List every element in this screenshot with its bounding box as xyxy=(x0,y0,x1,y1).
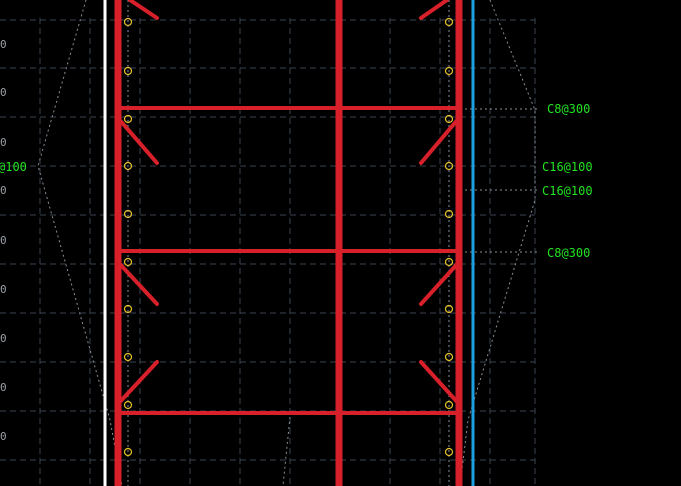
rebar-layer xyxy=(103,0,475,486)
edge-digit: 0 xyxy=(0,381,7,394)
edge-digit: 0 xyxy=(0,38,7,51)
left-edge-digits: 0 0 0 0 0 0 0 0 0 xyxy=(0,38,7,443)
annotation-stirrup-top[interactable]: C8@300 xyxy=(547,102,590,116)
edge-digit: 0 xyxy=(0,136,7,149)
edge-digit: 0 xyxy=(0,184,7,197)
tie-hook xyxy=(419,360,461,406)
rebar-marker xyxy=(444,114,454,124)
edge-digit: 0 xyxy=(0,283,7,296)
rebar-marker xyxy=(444,352,454,362)
tie-hook xyxy=(419,260,461,306)
annotation-left-spacing[interactable]: @100 xyxy=(0,160,27,174)
tie-hook xyxy=(128,0,159,20)
annotation-right-spacing-2[interactable]: C16@100 xyxy=(542,184,593,198)
rebar-marker xyxy=(123,209,133,219)
rebar-marker xyxy=(123,352,133,362)
rebar-marker xyxy=(123,17,133,27)
rebar-marker xyxy=(123,114,133,124)
rebar-marker xyxy=(444,209,454,219)
annotation-labels: C8@300 @100 C16@100 C16@100 C8@300 xyxy=(0,102,593,260)
rebar-marker xyxy=(444,257,454,267)
rebar-marker xyxy=(444,17,454,27)
rebar-marker xyxy=(123,304,133,314)
dimension-line-bottom xyxy=(282,416,291,486)
edge-digit: 0 xyxy=(0,332,7,345)
rebar-marker xyxy=(444,400,454,410)
edge-digit: 0 xyxy=(0,430,7,443)
rebar-marker xyxy=(444,304,454,314)
dimension-line-right xyxy=(459,0,536,486)
tie-hook xyxy=(419,116,461,165)
rebar-marker xyxy=(123,400,133,410)
rebar-marker xyxy=(444,447,454,457)
rebar-marker xyxy=(123,447,133,457)
tie-hook xyxy=(116,116,159,165)
rebar-marker xyxy=(123,257,133,267)
edge-digit: 0 xyxy=(0,86,7,99)
rebar-marker xyxy=(123,66,133,76)
tie-hook xyxy=(116,260,159,306)
rebar-marker xyxy=(444,161,454,171)
tie-hook xyxy=(419,0,449,20)
rebar-markers xyxy=(123,17,454,457)
rebar-marker xyxy=(444,66,454,76)
annotation-stirrup-middle[interactable]: C8@300 xyxy=(547,246,590,260)
edge-digit: 0 xyxy=(0,234,7,247)
tie-hook xyxy=(116,360,159,406)
annotation-right-spacing-1[interactable]: C16@100 xyxy=(542,160,593,174)
rebar-marker xyxy=(123,161,133,171)
